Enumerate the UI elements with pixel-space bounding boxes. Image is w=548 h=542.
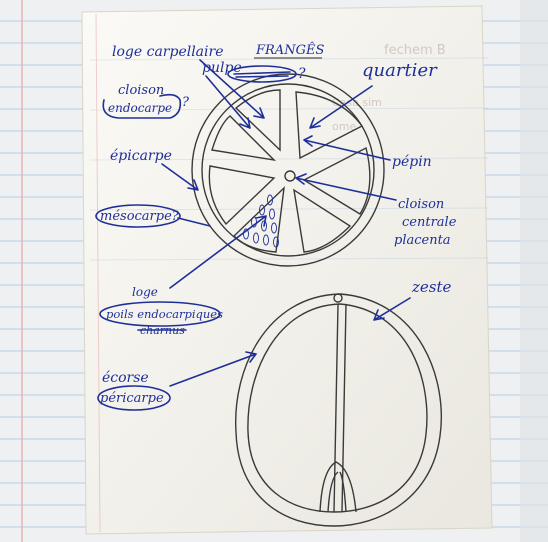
label-epicarpe: épicarpe bbox=[110, 148, 172, 164]
label-mesocarpe: mésocarpe? bbox=[100, 209, 180, 224]
label-pericarpe: péricarpe bbox=[100, 391, 164, 406]
label-cloison-centrale-2: centrale bbox=[402, 215, 457, 230]
label-pepin: pépin bbox=[392, 154, 432, 170]
label-endocarpe: endocarpe bbox=[108, 101, 172, 115]
label-poils-endocarpiques: poils endocarpiques bbox=[106, 307, 223, 321]
label-cloison-qmark: ? bbox=[182, 95, 190, 110]
label-zeste: zeste bbox=[411, 278, 452, 296]
label-placenta: placenta bbox=[394, 233, 451, 248]
label-question-mark: ? bbox=[298, 66, 306, 82]
label-cloison-centrale-1: cloison bbox=[398, 197, 444, 212]
label-ecorce: écorse bbox=[102, 370, 149, 386]
page-title: FRANGÊS bbox=[255, 42, 324, 58]
label-loge-carpellaire: loge carpellaire bbox=[112, 44, 224, 60]
label-quartier: quartier bbox=[362, 60, 438, 81]
label-cloison-1: cloison bbox=[118, 83, 164, 98]
bleed-text-top: fechem B bbox=[384, 43, 446, 58]
label-loge: loge bbox=[132, 285, 158, 299]
